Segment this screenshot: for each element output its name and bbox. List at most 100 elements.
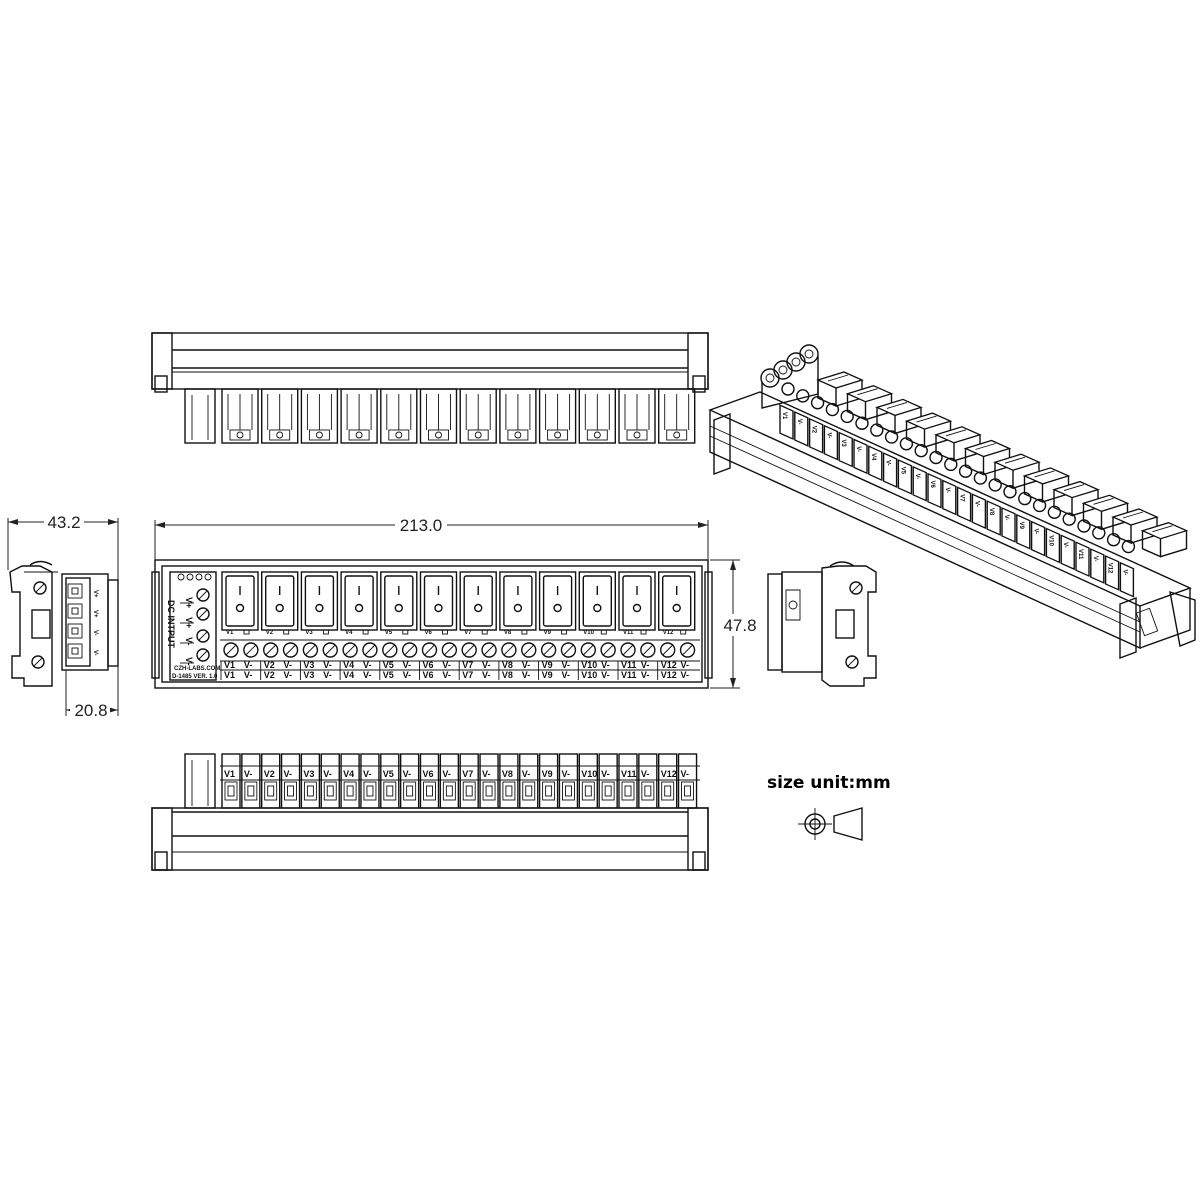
iso-terminal-label: V11 xyxy=(1077,549,1083,560)
switch-led xyxy=(680,629,687,635)
front-label-lower: V- xyxy=(403,670,412,680)
iso-terminal-screw xyxy=(1077,519,1091,533)
bottom-terminal-opening xyxy=(442,781,456,801)
iso-terminal-screw xyxy=(1047,505,1062,519)
switch-off-mark xyxy=(394,603,403,613)
switch-number-label: V2 xyxy=(266,630,274,636)
bottom-terminal-block xyxy=(479,753,499,809)
top-terminal-row xyxy=(221,388,696,444)
switch-housing xyxy=(419,571,458,631)
projection-symbol-icon xyxy=(798,807,863,841)
bottom-terminal-block xyxy=(380,753,400,809)
iso-switch-rocker-line xyxy=(1063,484,1085,492)
bottom-terminal-slot xyxy=(465,785,473,797)
switch-housing xyxy=(380,571,418,631)
top-terminal-hole xyxy=(554,431,562,439)
top-terminal-block xyxy=(340,388,378,444)
right-side-view xyxy=(767,561,877,687)
bottom-terminal-block xyxy=(519,753,539,809)
iso-switch-top xyxy=(1111,508,1159,526)
top-terminal-block xyxy=(459,388,497,444)
iso-switch-top xyxy=(934,426,982,444)
bottom-terminal-label: V- xyxy=(561,769,570,779)
switch-number-label: V12 xyxy=(663,630,674,636)
bottom-terminal-block xyxy=(439,753,460,809)
bottom-terminal-slot xyxy=(366,785,374,797)
top-view xyxy=(151,332,709,444)
bottom-terminal-opening xyxy=(403,781,417,801)
bottom-terminal-block xyxy=(261,753,281,809)
bottom-terminal-slot xyxy=(326,785,334,797)
iso-terminal-label: V- xyxy=(825,433,831,439)
front-label-lower: V- xyxy=(442,670,451,680)
iso-terminal-block xyxy=(882,452,898,488)
terminal-screw-slot xyxy=(424,644,435,656)
bottom-terminal-label: V- xyxy=(522,769,531,779)
terminal-screw-slot xyxy=(503,644,515,656)
bottom-terminal-block xyxy=(638,753,658,809)
bottom-terminal-slot xyxy=(565,785,572,797)
iso-terminal-block xyxy=(808,417,824,454)
dimension-depth: 43.2 xyxy=(7,511,119,580)
unit-note: size unit:mm xyxy=(767,773,891,841)
switch-number-label: V9 xyxy=(544,630,552,636)
front-label-lower: V7 xyxy=(462,670,473,680)
iso-switch-side xyxy=(1023,475,1044,503)
top-terminal-clip xyxy=(666,429,688,441)
switch-rocker xyxy=(542,575,573,627)
iso-terminal-screw xyxy=(1121,539,1136,554)
iso-terminal-label: V- xyxy=(855,446,861,452)
terminal-screw xyxy=(342,642,358,658)
terminal-screw-slot xyxy=(563,644,574,656)
front-label-lower: V1 xyxy=(224,670,235,680)
switch-number-label: V1 xyxy=(226,630,234,636)
terminal-screw-slot xyxy=(463,644,475,656)
iso-switch-rocker-line xyxy=(886,401,908,409)
iso-switch-top xyxy=(1140,522,1189,540)
bottom-terminal-label: V12 xyxy=(661,769,677,779)
iso-terminal-block xyxy=(1090,548,1105,584)
iso-switch-top xyxy=(1081,494,1130,512)
front-label-lower: V- xyxy=(522,670,531,680)
iso-terminal-screw xyxy=(884,430,899,444)
iso-terminal-block xyxy=(897,458,913,495)
terminal-screw xyxy=(540,642,557,658)
iso-terminal-label: V- xyxy=(885,460,891,466)
bottom-terminal-slot xyxy=(227,785,235,797)
input-screws xyxy=(196,588,210,662)
bottom-terminal-slot xyxy=(624,785,632,797)
front-label-upper: V5 xyxy=(383,660,394,670)
top-terminal-hole xyxy=(395,431,403,439)
terminal-screw xyxy=(223,642,239,658)
bottom-terminal-label: V- xyxy=(244,769,253,779)
bottom-terminal-opening xyxy=(462,781,476,801)
top-terminal-block xyxy=(618,388,656,444)
iso-terminal-block xyxy=(1060,534,1075,571)
bottom-terminal-opening xyxy=(641,781,655,801)
front-label-lower: V12 xyxy=(661,670,677,680)
switch-housing xyxy=(538,571,577,631)
bottom-terminal-block xyxy=(320,753,340,809)
front-label-upper: V- xyxy=(641,660,650,670)
bottom-terminal-slot xyxy=(485,785,493,797)
iso-terminal-block xyxy=(779,404,794,440)
top-terminal-clip xyxy=(547,429,569,441)
iso-switch-top xyxy=(963,439,1012,458)
bottom-terminal-block xyxy=(578,753,598,809)
front-label-upper: V- xyxy=(522,660,531,670)
bottom-terminal-block xyxy=(241,753,261,809)
front-label-lower: V5 xyxy=(383,670,394,680)
iso-terminal-block xyxy=(838,431,853,468)
iso-terminal-screw xyxy=(1018,491,1032,506)
bottom-terminal-slot xyxy=(525,785,533,797)
iso-terminal-block xyxy=(794,411,809,447)
terminal-screw-slot xyxy=(662,644,674,656)
bottom-terminal-label: V- xyxy=(641,769,650,779)
bottom-terminal-slot xyxy=(584,785,592,797)
terminal-screw-slot xyxy=(364,644,376,656)
switch-off-mark xyxy=(235,603,245,613)
bottom-terminal-opening xyxy=(224,781,238,801)
iso-switch-front xyxy=(1160,530,1188,558)
switch-led xyxy=(442,629,448,635)
